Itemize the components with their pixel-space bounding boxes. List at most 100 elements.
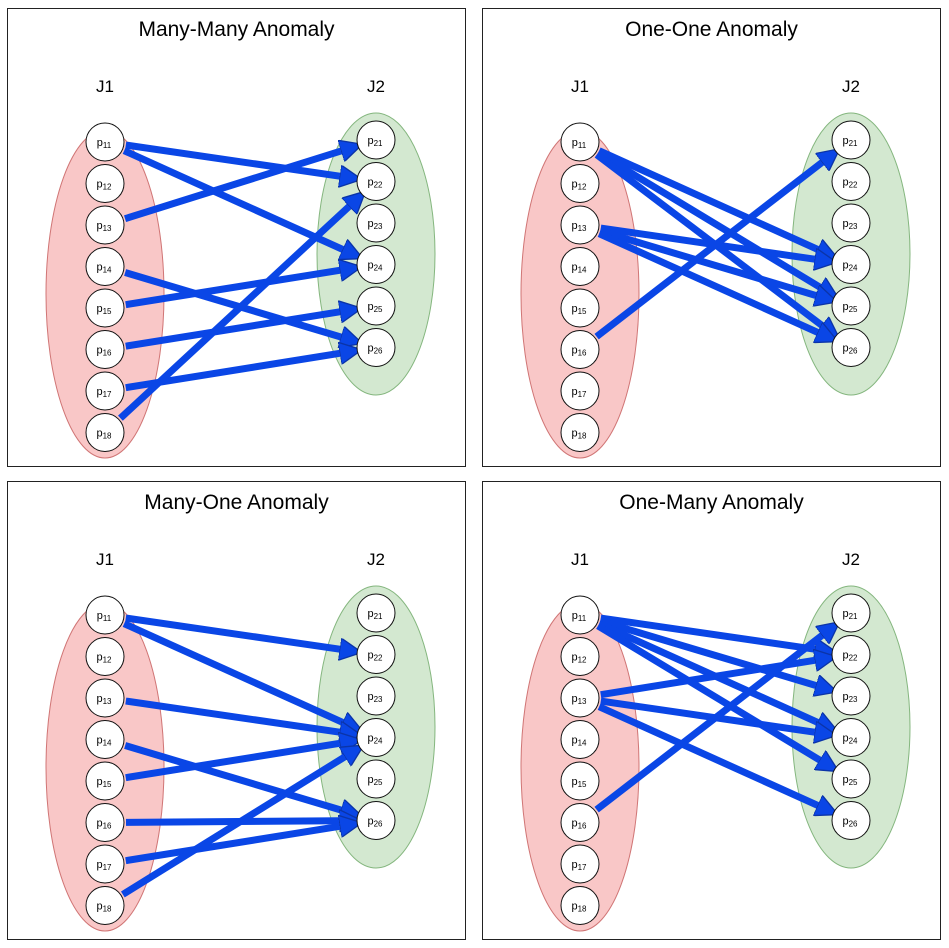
node-circle [560, 288, 600, 328]
node-p14: p14 [85, 720, 125, 759]
node-label: p22 [367, 177, 383, 190]
node-label: p21 [842, 608, 858, 621]
node-label: p14 [571, 262, 587, 275]
node-circle [356, 635, 396, 674]
node-p15: p15 [85, 288, 125, 328]
node-label: p11 [572, 137, 587, 150]
node-p11: p11 [85, 595, 125, 635]
node-circle [85, 288, 125, 328]
node-p14: p14 [85, 247, 125, 286]
node-circle [356, 718, 396, 757]
node-p22: p22 [831, 635, 871, 674]
node-label: p22 [367, 650, 383, 663]
left-group-label: J1 [571, 550, 589, 569]
node-circle [560, 678, 600, 718]
right-group-label: J2 [842, 550, 860, 569]
edge-p11-to-p24 [597, 147, 832, 256]
node-label: p12 [571, 652, 587, 665]
node-p24: p24 [356, 245, 396, 284]
node-p17: p17 [560, 371, 600, 411]
node-p21: p21 [831, 120, 871, 160]
node-circle [560, 247, 600, 286]
edge-p11-to-p22 [600, 614, 830, 651]
node-circle [356, 120, 396, 160]
node-p17: p17 [85, 371, 125, 411]
node-label: p17 [96, 859, 112, 872]
edge-p11-to-p22 [125, 141, 355, 178]
node-label: p26 [842, 343, 858, 356]
node-circle [85, 247, 125, 286]
node-label: p11 [97, 610, 112, 623]
node-label: p15 [96, 776, 112, 789]
right-group-label: J2 [842, 77, 860, 96]
node-label: p21 [367, 135, 383, 148]
node-circle [85, 413, 125, 452]
node-circle [85, 886, 125, 925]
node-circle [560, 330, 600, 369]
edge-p15-to-p24 [125, 741, 356, 782]
panel-title: One-Many Anomaly [619, 491, 804, 514]
node-p22: p22 [356, 162, 396, 201]
node-label: p13 [571, 693, 587, 706]
node-p26: p26 [356, 328, 396, 367]
node-p16: p16 [85, 330, 125, 369]
node-label: p18 [571, 428, 587, 441]
edge-p11-to-p24 [122, 620, 357, 729]
node-p18: p18 [560, 413, 600, 452]
node-circle [85, 637, 125, 676]
edge-p11-to-p25 [596, 149, 833, 295]
node-circle [831, 635, 871, 674]
node-label: p12 [571, 179, 587, 192]
node-label: p24 [367, 260, 383, 273]
node-circle [831, 120, 871, 160]
node-label: p18 [571, 901, 587, 914]
node-circle [85, 164, 125, 203]
node-circle [85, 720, 125, 759]
right-group-label: J2 [367, 550, 385, 569]
node-label: p16 [96, 345, 112, 358]
node-label: p25 [367, 774, 383, 787]
node-circle [831, 328, 871, 367]
node-circle [560, 844, 600, 884]
edge-p11-to-p22 [125, 614, 355, 651]
node-label: p26 [367, 343, 383, 356]
node-circle [85, 844, 125, 884]
node-label: p24 [842, 260, 858, 273]
node-label: p15 [96, 303, 112, 316]
node-label: p25 [367, 301, 383, 314]
node-circle [560, 205, 600, 245]
node-label: p14 [571, 735, 587, 748]
node-circle [85, 330, 125, 369]
node-p16: p16 [85, 803, 125, 842]
node-p13: p13 [560, 205, 600, 245]
node-label: p12 [96, 179, 112, 192]
node-p22: p22 [831, 162, 871, 201]
node-circle [560, 413, 600, 452]
node-label: p16 [571, 345, 587, 358]
node-circle [560, 803, 600, 842]
left-group-label: J1 [96, 550, 114, 569]
node-circle [831, 718, 871, 757]
node-label: p14 [96, 735, 112, 748]
node-p12: p12 [85, 637, 125, 676]
node-label: p23 [842, 691, 858, 704]
node-label: p17 [571, 386, 587, 399]
node-label: p17 [571, 859, 587, 872]
panel-title: Many-One Anomaly [144, 491, 329, 514]
node-label: p18 [96, 901, 112, 914]
node-p23: p23 [831, 676, 871, 716]
node-p23: p23 [831, 203, 871, 243]
node-p21: p21 [831, 593, 871, 633]
node-p13: p13 [85, 205, 125, 245]
node-p16: p16 [560, 803, 600, 842]
edge-p13-to-p26 [597, 703, 832, 812]
node-p18: p18 [560, 886, 600, 925]
node-circle [560, 122, 600, 162]
node-p26: p26 [356, 801, 396, 840]
node-circle [85, 595, 125, 635]
node-p23: p23 [356, 676, 396, 716]
node-circle [356, 203, 396, 243]
node-label: p15 [571, 303, 587, 316]
